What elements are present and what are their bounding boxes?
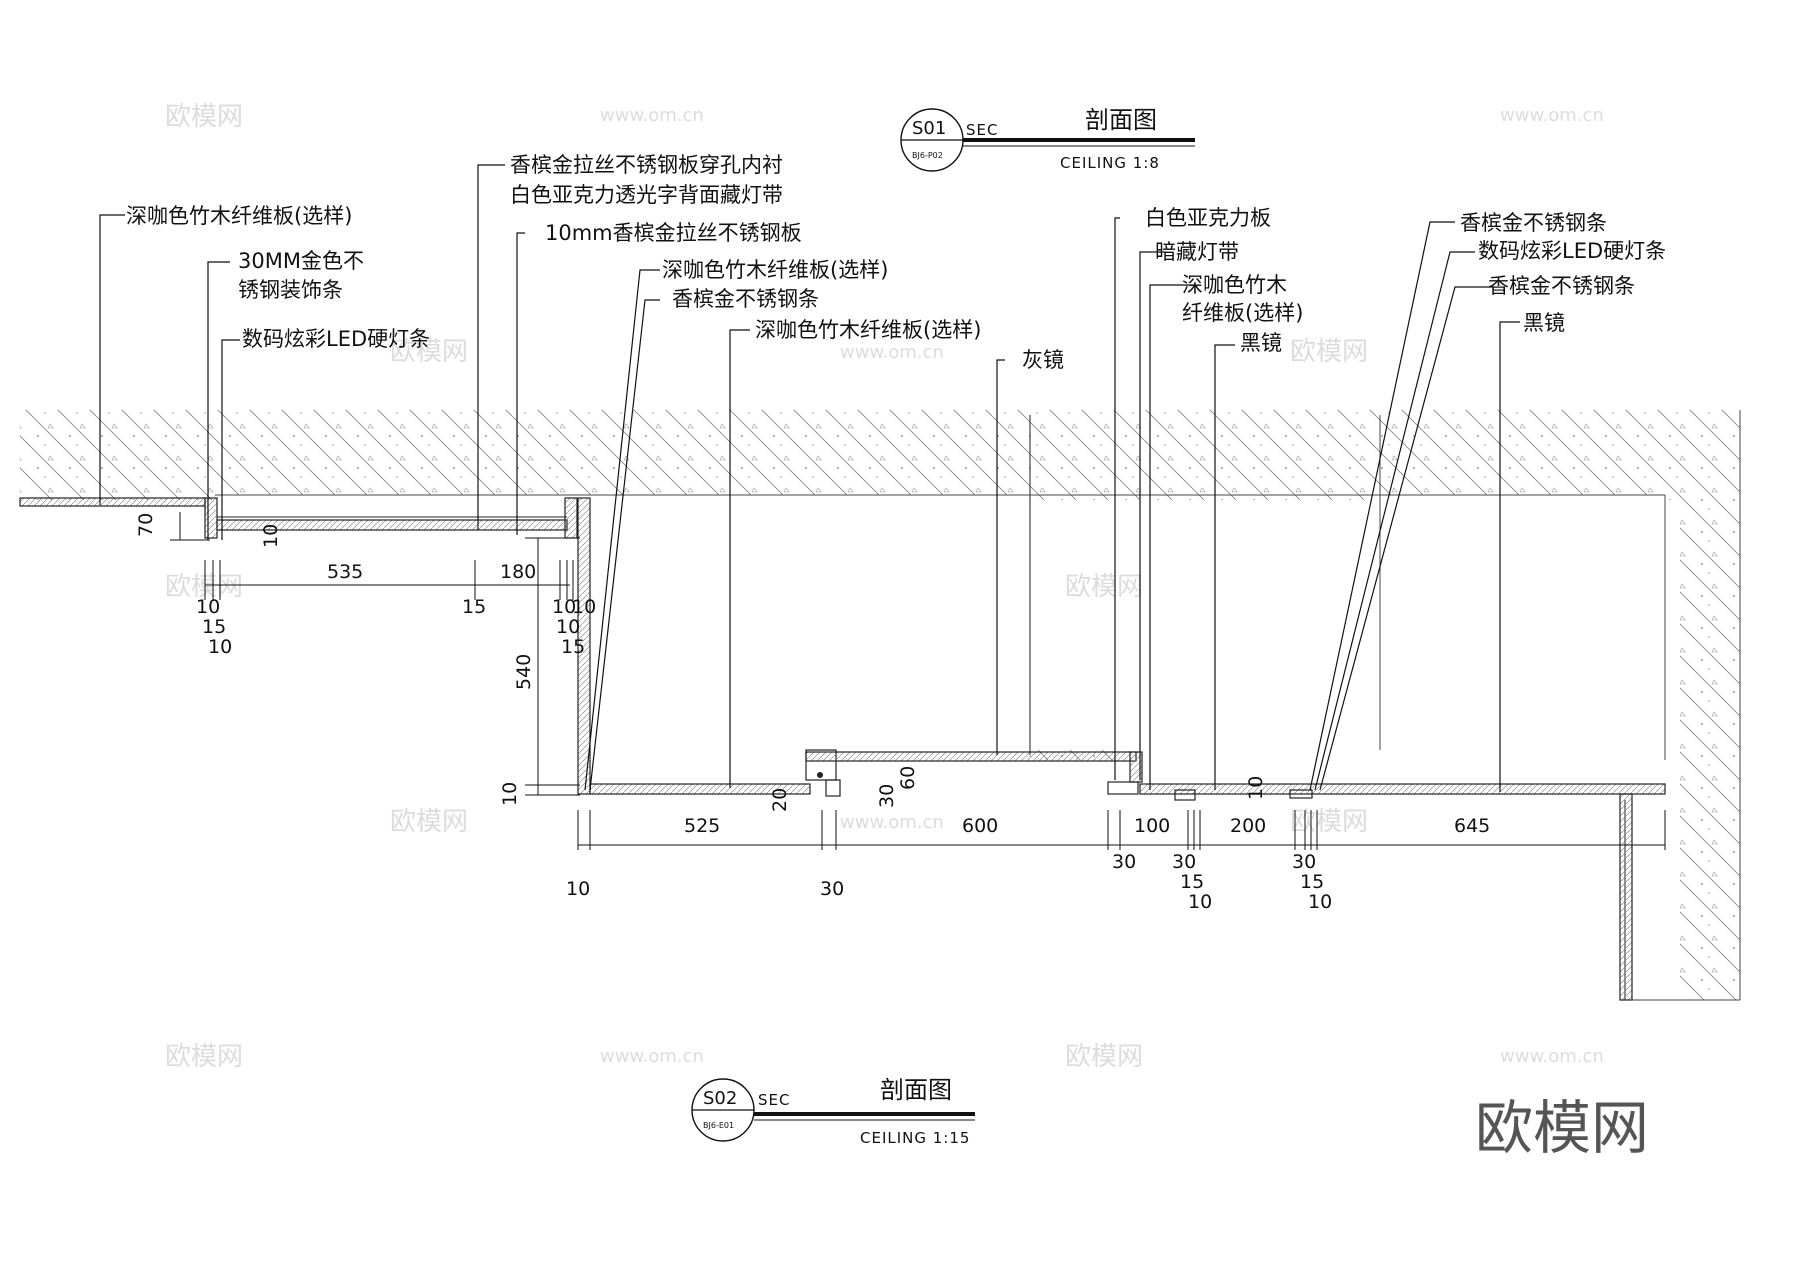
material-notes: 深咖色竹木纤维板(选样) 30MM金色不 锈钢装饰条 数码炫彩LED硬灯条 香槟… (126, 153, 1666, 372)
watermark-url: www.om.cn (840, 812, 944, 833)
ceiling-void (580, 495, 1030, 750)
dim-value: 30 (876, 784, 898, 808)
dim-value: 15 (462, 596, 486, 618)
dim-value: 10 (196, 596, 220, 618)
dim-value: 10 (552, 596, 576, 618)
dim-value: 30 (1292, 851, 1316, 873)
note-label: 深咖色竹木 (1182, 273, 1287, 297)
section-title: 剖面图 (880, 1076, 952, 1104)
watermark-url: www.om.cn (840, 342, 944, 363)
watermark-text: 欧模网 (1065, 1042, 1143, 1072)
note-label: 纤维板(选样) (1182, 301, 1303, 325)
note-label: 数码炫彩LED硬灯条 (1478, 239, 1666, 263)
note-label: 灰镜 (1022, 348, 1064, 372)
dim-value: 60 (897, 766, 919, 790)
dim-value: 525 (684, 815, 720, 837)
note-label: 深咖色竹木纤维板(选样) (126, 204, 352, 228)
watermark-text: 欧模网 (165, 102, 243, 132)
note-label: 30MM金色不 (238, 249, 364, 273)
section-title: 剖面图 (1085, 106, 1157, 134)
dim-value: 10 (260, 524, 282, 548)
watermark-url: www.om.cn (1500, 1046, 1604, 1067)
dim-value: 600 (962, 815, 998, 837)
section-tag-sec: SEC (758, 1091, 790, 1109)
section-tag-s02: S02 BJ6-E01 SEC 剖面图 CEILING 1:15 (691, 1076, 975, 1147)
dim-value: 70 (135, 513, 157, 537)
note-label: 暗藏灯带 (1155, 240, 1239, 264)
watermark-url: www.om.cn (600, 1046, 704, 1067)
dim-value: 30 (1112, 851, 1136, 873)
dim-value: 10 (566, 878, 590, 900)
watermark-text: 欧模网 (165, 572, 243, 602)
watermark-text: 欧模网 (390, 337, 468, 367)
watermark-url: www.om.cn (600, 105, 704, 126)
section-scale: CEILING 1:8 (1060, 154, 1160, 172)
note-label: 锈钢装饰条 (238, 278, 343, 302)
dim-value: 15 (561, 636, 585, 658)
dim-value: 180 (500, 561, 536, 583)
section-tag-ref: BJ6-P02 (912, 151, 943, 160)
dim-value: 15 (1180, 871, 1204, 893)
section-tag-number: S02 (703, 1088, 737, 1109)
section-tag-s01: S01 BJ6-P02 SEC 剖面图 CEILING 1:8 (900, 106, 1195, 172)
note-label: 白色亚克力板 (1145, 206, 1271, 230)
section-tag-sec: SEC (966, 121, 998, 139)
section-scale: CEILING 1:15 (860, 1129, 970, 1147)
dim-value: 10 (208, 636, 232, 658)
dim-value: 10 (1245, 776, 1267, 800)
note-label: 黑镜 (1523, 311, 1565, 335)
note-label: 香槟金不锈钢条 (672, 287, 819, 311)
concrete-structure (20, 410, 1741, 1001)
dim-value: 30 (820, 878, 844, 900)
dim-value: 10 (499, 782, 521, 806)
brand-logo: 欧模网 (1475, 1094, 1649, 1162)
leader-lines (99, 164, 1520, 792)
note-label: 香槟金拉丝不锈钢板穿孔内衬 (510, 153, 783, 177)
dim-value: 10 (1188, 891, 1212, 913)
dimension-lines (170, 512, 1666, 850)
dim-value: 645 (1454, 815, 1490, 837)
note-label: 数码炫彩LED硬灯条 (242, 327, 430, 351)
note-label: 香槟金不锈钢条 (1460, 211, 1607, 235)
dim-value: 30 (1172, 851, 1196, 873)
dim-value: 15 (202, 616, 226, 638)
watermark-text: 欧模网 (165, 1042, 243, 1072)
dim-value: 535 (327, 561, 363, 583)
note-label: 深咖色竹木纤维板(选样) (662, 258, 888, 282)
ceiling-void (1380, 495, 1660, 750)
dim-value: 100 (1134, 815, 1170, 837)
watermark-text: 欧模网 (1290, 807, 1368, 837)
dim-value: 200 (1230, 815, 1266, 837)
section-tag-number: S01 (912, 118, 946, 139)
dim-value: 20 (769, 788, 791, 812)
note-label: 香槟金不锈钢条 (1488, 274, 1635, 298)
section-tag-ref: BJ6-E01 (703, 1121, 734, 1130)
watermark-text: 欧模网 (390, 807, 468, 837)
dim-value: 10 (572, 596, 596, 618)
note-label: 黑镜 (1240, 331, 1282, 355)
dim-value: 10 (1308, 891, 1332, 913)
note-label: 深咖色竹木纤维板(选样) (755, 318, 981, 342)
watermark-url: www.om.cn (1500, 105, 1604, 126)
watermark-text: 欧模网 (1065, 572, 1143, 602)
dim-value: 15 (1300, 871, 1324, 893)
note-label: 10mm香槟金拉丝不锈钢板 (545, 221, 802, 245)
dim-value: 540 (513, 654, 535, 690)
watermark-text: 欧模网 (1290, 337, 1368, 367)
note-label: 白色亚克力透光字背面藏灯带 (510, 183, 783, 207)
dimension-values: 70 10 535 180 10 15 10 15 10 10 15 10 54… (135, 513, 1490, 913)
dim-value: 10 (556, 616, 580, 638)
